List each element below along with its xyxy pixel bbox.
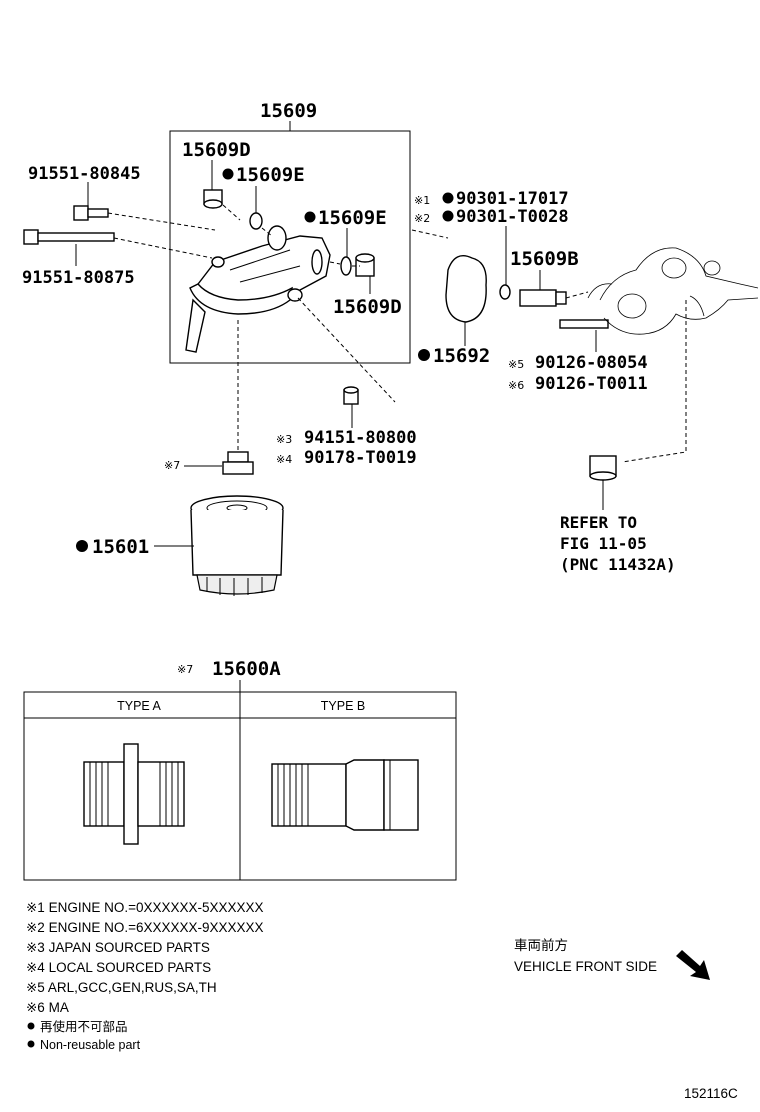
mark-7: ※7: [164, 459, 180, 472]
refer-line-1: REFER TO: [560, 513, 637, 532]
type-a-header: TYPE A: [117, 699, 161, 713]
type-table: [23, 691, 457, 881]
direction-en: VEHICLE FRONT SIDE: [514, 959, 657, 974]
type-b-header: TYPE B: [321, 699, 365, 713]
refer-line-3: (PNC 11432A): [560, 555, 676, 574]
note-2: ※2 ENGINE NO.=6XXXXXX-9XXXXXX: [26, 920, 264, 935]
part-number-15600A: 15600A: [212, 658, 281, 680]
non-reusable-dot: [222, 168, 234, 180]
part-number-90301-T0028: 90301-T0028: [456, 207, 569, 227]
part-number-90126-08054: 90126-08054: [535, 353, 648, 373]
refer-line-2: FIG 11-05: [560, 534, 647, 553]
non-reusable-dot: [442, 210, 454, 222]
assembly-15609-box: [169, 130, 411, 364]
note-1: ※1 ENGINE NO.=0XXXXXX-5XXXXXX: [26, 900, 264, 915]
non-reusable-dot: [76, 540, 88, 552]
mark-6: ※6: [508, 379, 524, 392]
mark-7b: ※7: [177, 663, 193, 676]
union-15609B: [519, 289, 567, 307]
union-15600A: [222, 451, 254, 475]
type-b-drawing: [271, 759, 419, 831]
front-arrow-icon: [676, 950, 710, 980]
stud-90126: [559, 319, 609, 329]
gasket-15609E-mid: [340, 256, 352, 276]
mark-1: ※1: [414, 194, 430, 207]
part-number-94151-80800: 94151-80800: [304, 428, 417, 448]
non-reusable-dot: [304, 211, 316, 223]
note-3: ※3 JAPAN SOURCED PARTS: [26, 940, 210, 955]
plug-94151-80800: [343, 386, 359, 405]
part-number-90301-17017: 90301-17017: [456, 189, 569, 209]
part-number-15609D-right: 15609D: [333, 296, 402, 318]
mark-4: ※4: [276, 453, 292, 466]
gasket-15692: [445, 255, 487, 323]
part-number-15692: 15692: [433, 345, 490, 367]
legend-jp: 再使用不可部品: [40, 1019, 128, 1034]
part-number-91551-80875: 91551-80875: [22, 268, 135, 288]
bolt-91551-80845: [73, 205, 109, 221]
part-number-15609B: 15609B: [510, 248, 579, 270]
plug-15609D-top: [203, 189, 223, 209]
mark-5: ※5: [508, 358, 524, 371]
part-number-91551-80845: 91551-80845: [28, 164, 141, 184]
part-number-15601: 15601: [92, 536, 149, 558]
part-number-90178-T0019: 90178-T0019: [304, 448, 417, 468]
mark-3: ※3: [276, 433, 292, 446]
note-5: ※5 ARL,GCC,GEN,RUS,SA,TH: [26, 980, 217, 995]
non-reusable-dot: [442, 192, 454, 204]
legend-en: Non-reusable part: [40, 1038, 141, 1052]
part-number-90126-T0011: 90126-T0011: [535, 374, 648, 394]
type-a-drawing: [83, 743, 185, 845]
bolt-91551-80875: [23, 229, 115, 245]
plug-15609D-right: [355, 253, 375, 277]
plug-refer-fig: [589, 455, 617, 481]
engine-block-outline: [587, 247, 759, 335]
part-number-15609D-top: 15609D: [182, 139, 251, 161]
oil-filter-15601-drawing: [190, 495, 284, 596]
part-number-15609: 15609: [260, 100, 317, 122]
legend-dot-en: [27, 1040, 35, 1048]
figure-id: 152116C: [684, 1086, 738, 1101]
o-ring-90301: [499, 284, 511, 300]
note-6: ※6 MA: [26, 1000, 69, 1015]
part-number-15609E-top: 15609E: [236, 164, 305, 186]
non-reusable-dot: [418, 349, 430, 361]
legend-dot-jp: [27, 1022, 35, 1030]
gasket-15609E-top: [249, 212, 263, 230]
oil-filter-bracket-drawing: [185, 225, 331, 353]
note-4: ※4 LOCAL SOURCED PARTS: [26, 960, 211, 975]
part-number-15609E-mid: 15609E: [318, 207, 387, 229]
direction-jp: 車両前方: [514, 937, 568, 953]
mark-2: ※2: [414, 212, 430, 225]
